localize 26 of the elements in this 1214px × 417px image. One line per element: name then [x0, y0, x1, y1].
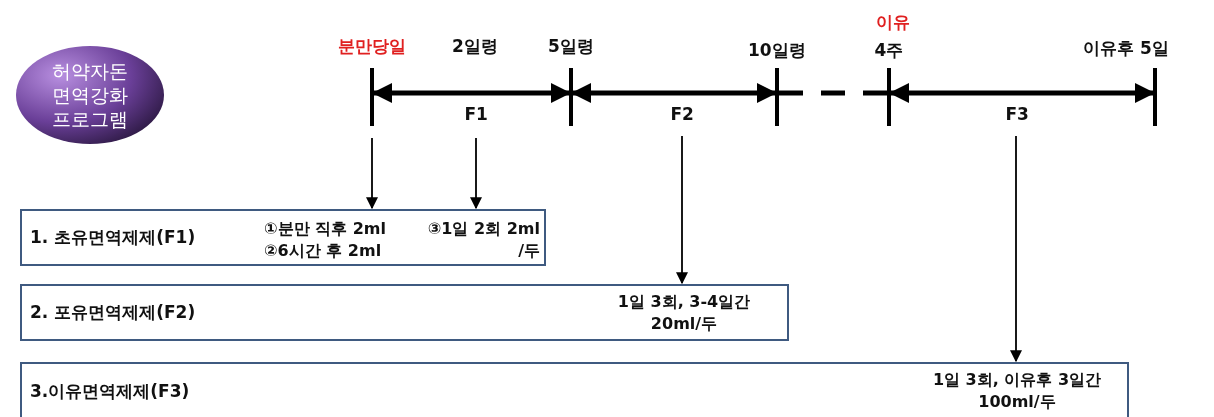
product-box	[20, 362, 1129, 417]
time-label: 이유후 5일	[1083, 38, 1169, 58]
dosage-text: ③1일 2회 2ml /두	[426, 218, 540, 262]
program-title: 허약자돈 면역강화 프로그램	[51, 59, 129, 131]
dosage-text: ②6시간 후 2ml	[264, 240, 383, 262]
product-box	[20, 284, 789, 341]
arrow	[676, 135, 688, 285]
time-label: 2일령	[452, 36, 498, 56]
time-label: 분만당일	[338, 36, 406, 56]
time-label: 5일령	[548, 36, 594, 56]
phase-label: F1	[464, 104, 488, 124]
time-label: 4주	[874, 40, 904, 60]
product-name: 3.이유면역제제(F3)	[30, 381, 190, 401]
phase-label: F3	[1005, 104, 1029, 124]
arrow	[470, 137, 482, 210]
product-name: 2. 포유면역제제(F2)	[30, 301, 196, 322]
phase-label: F2	[670, 104, 694, 124]
arrow	[366, 137, 378, 210]
dosage-text: ①분만 직후 2ml	[264, 218, 387, 240]
time-label: 이유	[876, 12, 910, 32]
product-box	[20, 209, 546, 266]
product-name: 1. 초유면역제제(F1)	[30, 226, 196, 247]
dosage-text: 1일 3회, 3-4일간 20ml/두	[616, 291, 752, 335]
arrow	[1010, 135, 1022, 363]
time-label: 10일령	[748, 40, 806, 60]
dosage-text: 1일 3회, 이유후 3일간 100ml/두	[931, 369, 1103, 413]
